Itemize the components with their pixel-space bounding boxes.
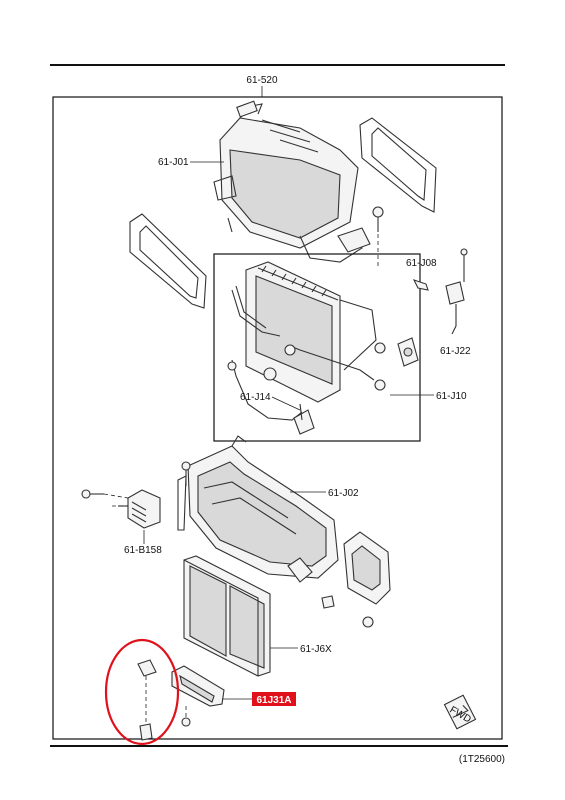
label-61-J02[interactable]: 61-J02 [328, 488, 359, 499]
highlight-circle [104, 638, 180, 746]
highlight-badge-61J31A[interactable] [252, 692, 296, 706]
upper-case-61-J01[interactable] [213, 100, 371, 263]
label-61J31A[interactable]: 61J31A [256, 695, 291, 706]
label-61-520[interactable]: 61-520 [246, 75, 278, 86]
seal-ring[interactable] [343, 531, 391, 605]
evaporator-detail-box [213, 253, 421, 442]
fwd-arrow [443, 694, 477, 730]
screw-seal[interactable] [362, 616, 374, 628]
label-61-J10[interactable]: 61-J10 [436, 391, 467, 402]
clip-61-J08[interactable] [412, 279, 429, 291]
gasket-left[interactable] [129, 213, 207, 309]
gasket-upper-right[interactable] [359, 117, 437, 213]
filter-61-J6X[interactable] [183, 555, 271, 677]
label-61-J14[interactable]: 61-J14 [240, 392, 271, 403]
leader-61-J14 [271, 396, 301, 411]
assembly-frame [52, 96, 503, 740]
sensor-61-J22[interactable] [445, 248, 468, 335]
nut-61J31A[interactable] [181, 717, 191, 727]
label-61-J08[interactable]: 61-J08 [406, 258, 437, 269]
clip-circled[interactable] [137, 659, 157, 741]
screw-upper[interactable] [372, 206, 384, 232]
figure-code: (1T25600) [459, 754, 505, 765]
thermistor-61-J14[interactable] [227, 359, 315, 435]
resistor-61-B158[interactable] [118, 489, 161, 529]
lower-case-61-J02[interactable] [177, 435, 339, 583]
label-61-J6X[interactable]: 61-J6X [300, 644, 332, 655]
label-61-J22[interactable]: 61-J22 [440, 346, 471, 357]
clip-small[interactable] [321, 595, 335, 609]
dash-61-B158 [103, 493, 129, 499]
screw-61-B158[interactable] [81, 489, 104, 499]
label-61-J01[interactable]: 61-J01 [158, 157, 189, 168]
label-61-B158[interactable]: 61-B158 [124, 545, 162, 556]
filter-cover-61J31A[interactable] [171, 665, 225, 707]
expansion-valve-block[interactable] [397, 337, 419, 367]
evaporator-61-J10[interactable] [231, 261, 386, 403]
screw-lower-case[interactable] [181, 461, 191, 486]
